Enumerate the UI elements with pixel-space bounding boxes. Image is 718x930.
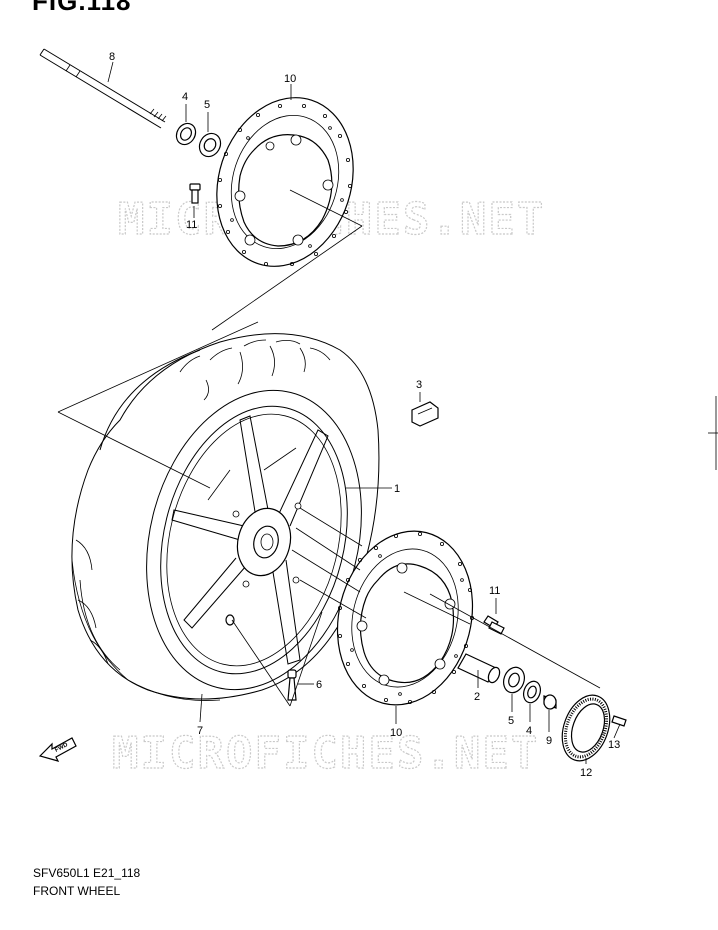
callout-4-upper: 4 — [182, 91, 188, 103]
callout-10-upper: 10 — [284, 73, 296, 85]
upper-disc-bolt — [189, 183, 201, 204]
lower-bearing — [503, 666, 525, 694]
lower-disc-bolt — [483, 615, 505, 635]
lower-collar — [543, 694, 557, 710]
callout-5-lower: 5 — [508, 715, 514, 727]
sensor-rotor — [561, 694, 611, 762]
callout-11-upper: 11 — [186, 219, 197, 231]
diagram-code: SFV650L1 E21_118 — [33, 866, 141, 880]
callout-5-upper: 5 — [204, 99, 210, 111]
callout-2: 2 — [474, 691, 480, 703]
callout-11-lower: 11 — [489, 585, 500, 597]
sensor-bracket — [411, 401, 439, 427]
callout-1: 1 — [394, 483, 400, 495]
callout-4-lower: 4 — [526, 725, 532, 737]
lower-brake-disc — [336, 530, 474, 706]
callout-labels: 8 4 5 10 11 3 1 11 6 2 5 4 9 13 12 10 7 — [109, 51, 620, 779]
watermark-bottom: MICROFICHES.NET — [112, 728, 539, 779]
callout-9: 9 — [546, 735, 552, 747]
callout-13: 13 — [608, 739, 620, 751]
callout-7: 7 — [197, 725, 203, 737]
callout-8: 8 — [109, 51, 115, 63]
callout-6: 6 — [316, 679, 322, 691]
axle — [39, 48, 167, 129]
wheel-rim — [146, 389, 362, 691]
leader-lines — [57, 61, 621, 764]
figure-title: FIG.118 — [32, 0, 132, 16]
callout-3: 3 — [416, 379, 422, 391]
upper-bearing — [198, 132, 222, 158]
diagram-name: FRONT WHEEL — [33, 884, 121, 898]
callout-12: 12 — [580, 767, 592, 779]
lower-spacer — [457, 653, 501, 684]
upper-brake-disc — [216, 97, 354, 267]
forward-direction-arrow: FWD — [38, 737, 77, 762]
lower-oil-seal — [522, 680, 542, 704]
rotor-screw — [611, 715, 627, 727]
upper-collar — [175, 122, 197, 146]
air-valve — [287, 669, 297, 701]
callout-10-lower: 10 — [390, 727, 402, 739]
wheel-spokes — [171, 415, 329, 665]
wheel-hub — [225, 502, 302, 626]
tire — [71, 333, 380, 701]
